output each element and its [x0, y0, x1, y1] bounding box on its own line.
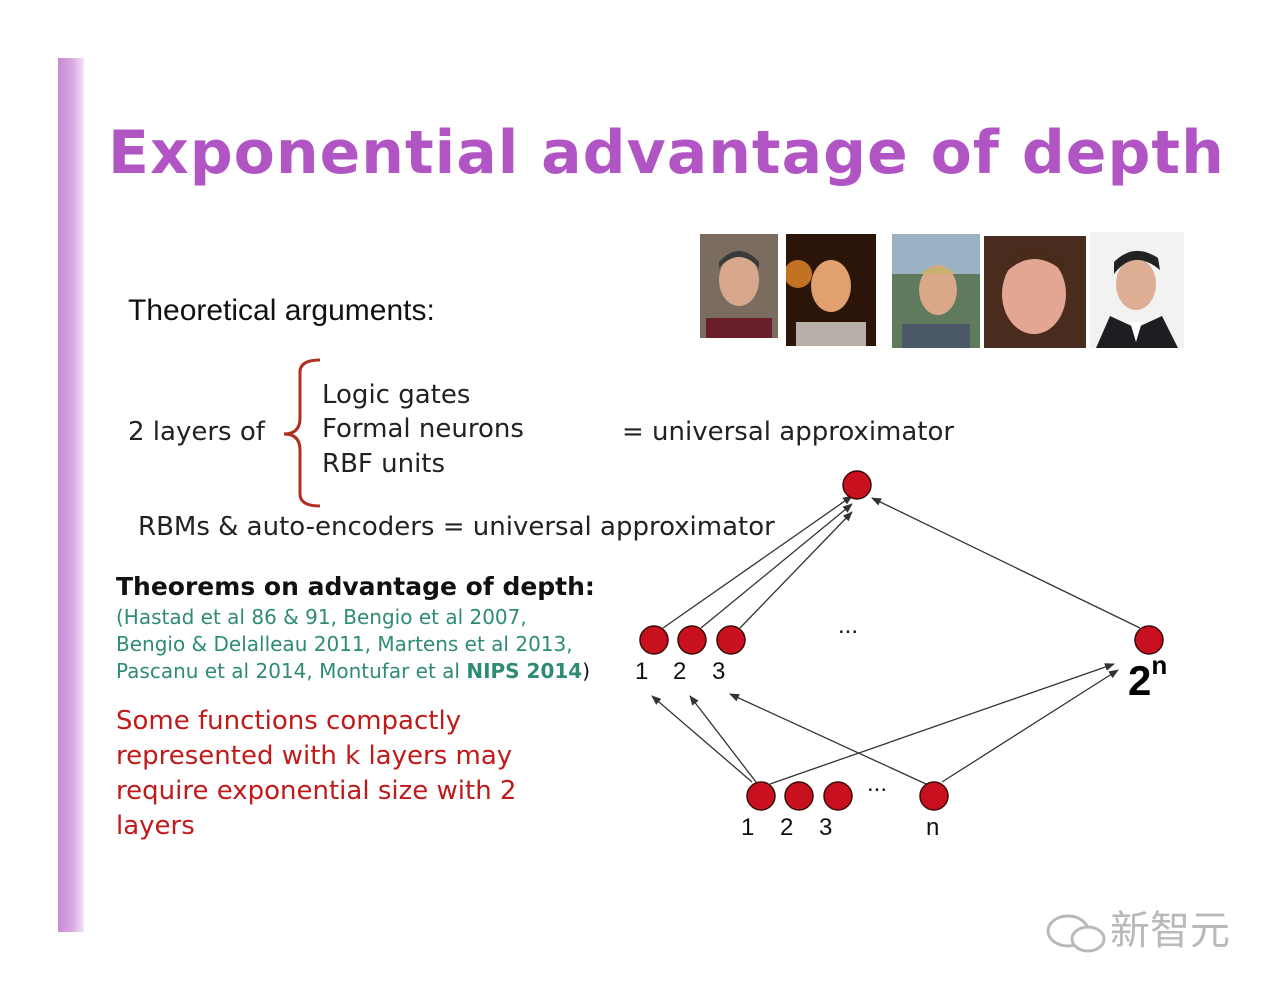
- bottom-node-label-n: n: [926, 814, 940, 841]
- researcher-photo-4: [984, 236, 1086, 348]
- option-logic-gates: Logic gates: [322, 380, 471, 410]
- references-line-2: Bengio & Delalleau 2011, Martens et al 2…: [116, 632, 573, 656]
- curly-brace: [283, 358, 321, 508]
- mid-node-label-2: 2: [673, 658, 687, 685]
- researcher-photo-2: [786, 234, 876, 346]
- watermark: 新智元: [1044, 898, 1230, 956]
- edge-m3-top: [739, 511, 853, 629]
- bottom-node-3: [823, 781, 853, 811]
- two-to-the-n-label: 2n: [1128, 650, 1168, 704]
- slide-title: Exponential advantage of depth: [108, 118, 1225, 188]
- researcher-photo-1: [700, 234, 778, 338]
- conclusion-line-1: Some functions compactly: [116, 706, 462, 736]
- bottom-node-label-2: 2: [780, 814, 794, 841]
- conclusion-line-2: represented with k layers may: [116, 741, 513, 771]
- conclusion-line-3: require exponential size with 2: [116, 776, 517, 806]
- edge-m1-top: [662, 495, 853, 629]
- edge-m2-top: [700, 503, 853, 629]
- bottom-ellipsis: ...: [867, 770, 888, 797]
- mid-node-2n: [1134, 625, 1164, 655]
- edge-m2n-top: [871, 497, 1141, 629]
- mid-ellipsis: ...: [838, 612, 859, 639]
- nips-2014-highlight: NIPS 2014: [466, 659, 583, 683]
- top-node: [842, 470, 872, 500]
- mid-node-1: [639, 625, 669, 655]
- option-formal-neurons: Formal neurons: [322, 414, 524, 444]
- universal-approximator-label: = universal approximator: [622, 417, 955, 447]
- bottom-node-label-1: 1: [741, 814, 755, 841]
- edge-b1-m1: [651, 695, 753, 783]
- edge-bn-m2n: [941, 669, 1119, 783]
- bottom-node-1: [746, 781, 776, 811]
- mid-node-3: [716, 625, 746, 655]
- bottom-node-label-3: 3: [819, 814, 833, 841]
- bottom-node-2: [784, 781, 814, 811]
- mid-node-label-1: 1: [635, 658, 649, 685]
- edge-b1-m2: [689, 695, 757, 783]
- mid-node-2: [677, 625, 707, 655]
- theoretical-arguments-label: Theoretical arguments:: [128, 294, 435, 327]
- theorems-heading: Theorems on advantage of depth:: [116, 572, 595, 601]
- slide-accent-bar: [58, 58, 84, 932]
- researcher-photo-5: [1090, 232, 1184, 348]
- two-layers-label: 2 layers of: [128, 417, 265, 447]
- mid-node-label-3: 3: [712, 658, 726, 685]
- option-rbf-units: RBF units: [322, 449, 446, 479]
- wechat-icon: [1046, 914, 1106, 953]
- researcher-photo-3: [892, 234, 980, 348]
- rbm-statement: RBMs & auto-encoders = universal approxi…: [138, 512, 775, 542]
- references-line-1: (Hastad et al 86 & 91, Bengio et al 2007…: [116, 605, 527, 629]
- conclusion-line-4: layers: [116, 811, 195, 841]
- references-line-3: Pascanu et al 2014, Montufar et al NIPS …: [116, 659, 591, 683]
- edge-bn-m3: [729, 693, 927, 785]
- bottom-node-n: [919, 781, 949, 811]
- edge-b1-m2n: [769, 663, 1115, 785]
